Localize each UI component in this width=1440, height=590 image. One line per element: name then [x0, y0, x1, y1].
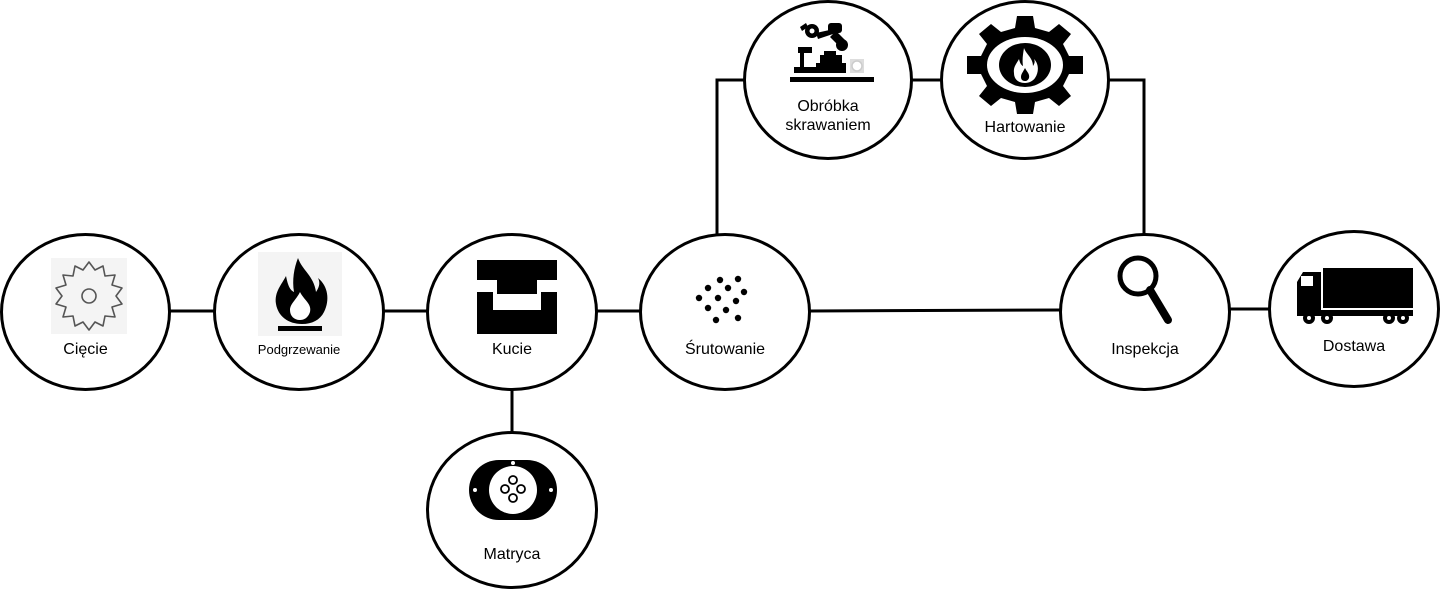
node-kucie: Kucie: [426, 233, 598, 391]
node-srutowanie: Śrutowanie: [639, 233, 811, 391]
node-podgrzewanie-label: Podgrzewanie: [257, 342, 341, 357]
delivery-truck-icon: [1297, 268, 1413, 324]
edge-srutowanie-inspekcja: [809, 308, 1062, 313]
node-obrobka-skrawaniem: Obróbka skrawaniem: [743, 0, 913, 160]
circular-saw-blade-icon: [51, 258, 127, 334]
node-kucie-label: Kucie: [491, 341, 533, 358]
magnifying-glass-icon: [1117, 255, 1172, 324]
node-srutowanie-label: Śrutowanie: [684, 341, 766, 358]
robotic-arm-machining-icon: [790, 23, 874, 82]
node-hartowanie-label: Hartowanie: [984, 119, 1066, 136]
node-inspekcja-label: Inspekcja: [1111, 341, 1179, 358]
flame-icon: [258, 252, 342, 336]
die-disc-icon: [469, 460, 557, 520]
node-hartowanie: Hartowanie: [940, 0, 1110, 160]
node-inspekcja: Inspekcja: [1059, 233, 1231, 391]
node-matryca: Matryca: [426, 431, 598, 589]
edge-hartowanie-inspekcja: [1108, 78, 1146, 236]
node-ciecie-label: Cięcie: [63, 341, 108, 358]
node-podgrzewanie: Podgrzewanie: [213, 233, 385, 391]
node-obrobka-label: Obróbka skrawaniem: [785, 98, 871, 134]
forging-press-icon: [477, 260, 557, 334]
edge-srutowanie-obrobka: [715, 78, 746, 235]
node-matryca-label: Matryca: [483, 546, 541, 563]
gear-with-flame-icon: [967, 16, 1083, 114]
node-dostawa-label: Dostawa: [1322, 338, 1386, 355]
node-ciecie: Cięcie: [0, 233, 171, 391]
node-dostawa: Dostawa: [1268, 230, 1440, 388]
shot-pellets-icon: [695, 275, 748, 324]
